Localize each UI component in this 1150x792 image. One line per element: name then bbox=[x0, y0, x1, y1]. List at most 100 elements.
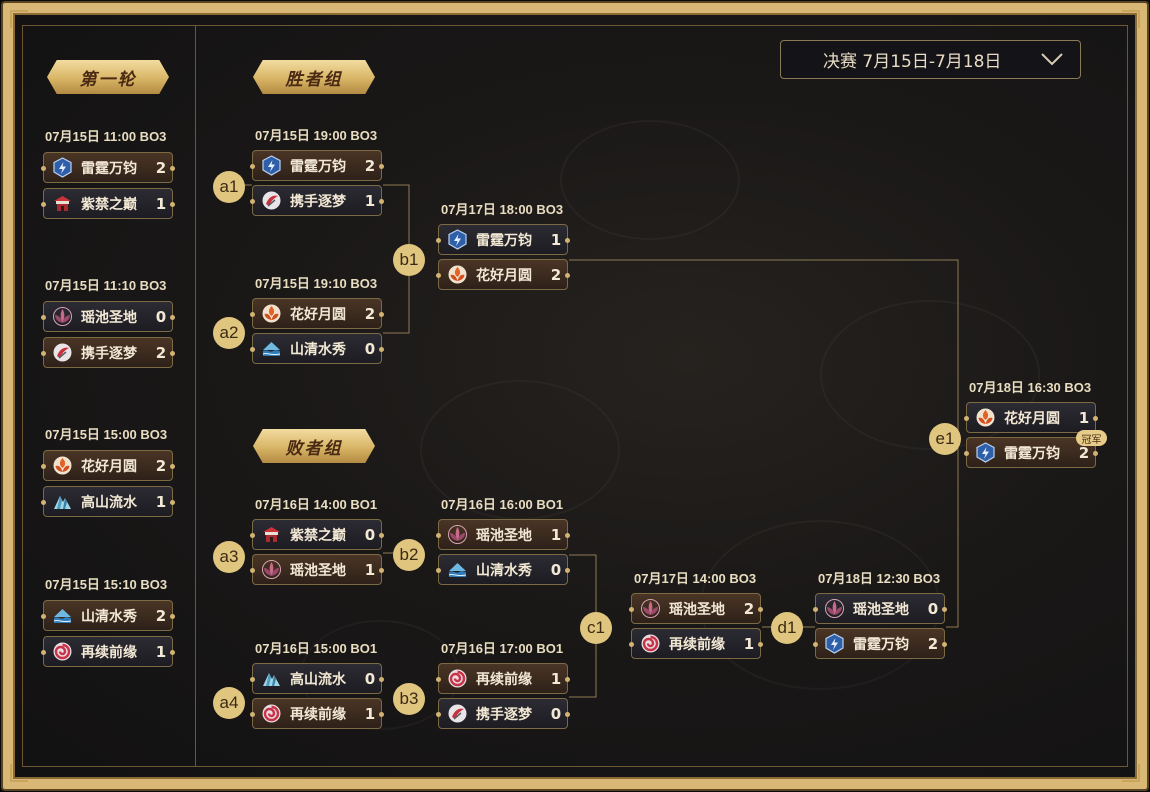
match-node-a4[interactable]: a4 bbox=[213, 687, 245, 719]
team-name: 瑶池圣地 bbox=[476, 527, 532, 544]
dream-icon bbox=[448, 704, 467, 723]
match-node-b3[interactable]: b3 bbox=[393, 683, 425, 715]
frame-corner bbox=[1122, 764, 1140, 782]
swirl-icon bbox=[53, 642, 72, 661]
team-score: 0 bbox=[927, 599, 939, 618]
lotus-icon bbox=[262, 560, 281, 579]
chevron-down-icon bbox=[1041, 53, 1063, 66]
water-icon bbox=[53, 609, 72, 623]
match-node-b1[interactable]: b1 bbox=[393, 244, 425, 276]
connector-dot bbox=[170, 315, 175, 320]
team-name: 山清水秀 bbox=[290, 341, 346, 358]
team-row[interactable]: 高山流水 1 bbox=[41, 486, 175, 517]
swirl-icon bbox=[262, 704, 281, 723]
water-icon bbox=[262, 342, 281, 356]
match-time: 07月18日 16:30 BO3 bbox=[969, 380, 1092, 395]
match-node-a1[interactable]: a1 bbox=[213, 171, 245, 203]
match-time: 07月15日 15:00 BO3 bbox=[45, 427, 168, 442]
inner-frame bbox=[22, 25, 1128, 767]
match-node-a2[interactable]: a2 bbox=[213, 317, 245, 349]
team-name: 高山流水 bbox=[81, 494, 137, 511]
match-time: 07月15日 11:10 BO3 bbox=[45, 278, 167, 293]
match-time: 07月17日 14:00 BO3 bbox=[634, 571, 757, 586]
connector-dot bbox=[379, 677, 384, 682]
flower-icon bbox=[976, 408, 995, 427]
team-score: 1 bbox=[1078, 408, 1090, 427]
match-node-b2[interactable]: b2 bbox=[393, 539, 425, 571]
thunder-icon bbox=[825, 633, 844, 654]
connector-dot bbox=[170, 500, 175, 505]
dream-icon bbox=[53, 343, 72, 362]
connector-dot bbox=[813, 642, 818, 647]
team-name: 花好月圆 bbox=[476, 267, 532, 284]
connector-dot bbox=[379, 712, 384, 717]
team-name: 再续前缘 bbox=[669, 636, 725, 653]
banner-round1: 第一轮 bbox=[47, 60, 169, 94]
match-node-e1[interactable]: e1 bbox=[929, 423, 961, 455]
mountain-icon bbox=[263, 673, 280, 686]
connector-dot bbox=[379, 347, 384, 352]
connector-dot bbox=[250, 347, 255, 352]
team-row[interactable]: 携手逐梦 0 bbox=[436, 698, 570, 729]
connector-dot bbox=[436, 677, 441, 682]
team-score: 0 bbox=[550, 560, 562, 579]
flower-icon bbox=[262, 304, 281, 323]
frame-corner bbox=[10, 764, 28, 782]
team-score: 0 bbox=[550, 704, 562, 723]
team-name: 雷霆万钧 bbox=[476, 232, 532, 249]
stage-date-select[interactable]: 决赛 7月15日-7月18日 bbox=[780, 40, 1081, 79]
lotus-icon bbox=[641, 599, 660, 618]
match-time: 07月15日 11:00 BO3 bbox=[45, 129, 167, 144]
connector-dot bbox=[250, 677, 255, 682]
match-node-c1[interactable]: c1 bbox=[580, 612, 612, 644]
match-node-d1[interactable]: d1 bbox=[771, 612, 803, 644]
team-name: 再续前缘 bbox=[476, 671, 532, 688]
team-score: 1 bbox=[155, 492, 167, 511]
thunder-icon bbox=[53, 157, 72, 178]
team-score: 2 bbox=[155, 456, 167, 475]
team-name: 携手逐梦 bbox=[476, 706, 532, 723]
flower-icon bbox=[448, 265, 467, 284]
match-node-a3[interactable]: a3 bbox=[213, 541, 245, 573]
connector-dot bbox=[41, 500, 46, 505]
lotus-icon bbox=[825, 599, 844, 618]
match-time: 07月17日 18:00 BO3 bbox=[441, 202, 564, 217]
connector-dot bbox=[629, 642, 634, 647]
swirl-icon bbox=[448, 669, 467, 688]
cloud-pattern bbox=[560, 120, 740, 240]
connector-dot bbox=[250, 533, 255, 538]
team-name: 雷霆万钧 bbox=[81, 160, 137, 177]
team-name: 瑶池圣地 bbox=[669, 601, 725, 618]
connector-dot bbox=[250, 164, 255, 169]
dream-icon bbox=[262, 191, 281, 210]
connector-dot bbox=[250, 568, 255, 573]
connector-dot bbox=[565, 533, 570, 538]
